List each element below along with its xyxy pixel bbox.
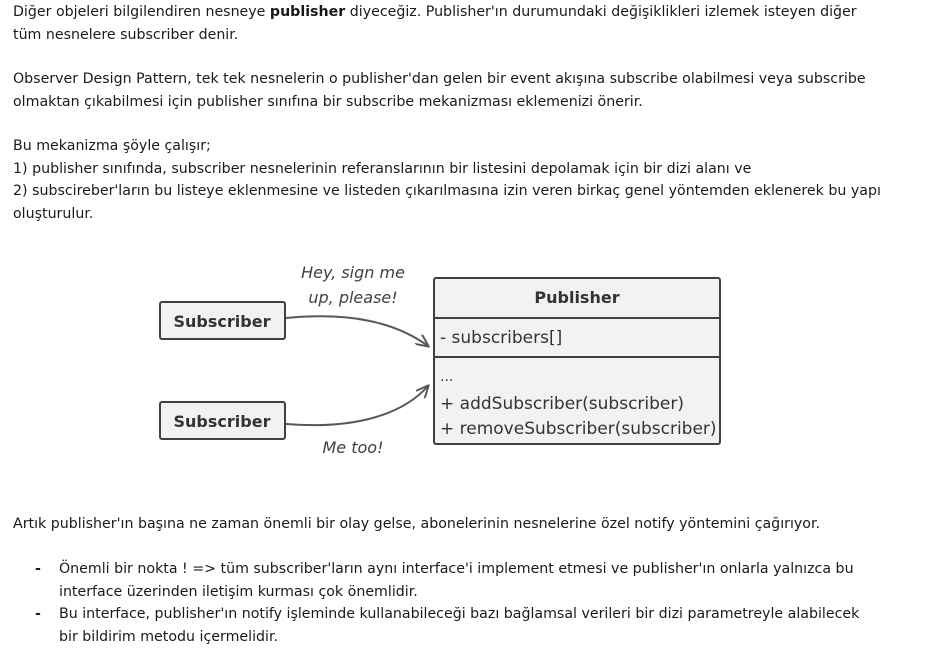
pattern-line-2: olmaktan çıkabilmesi için publisher sını… <box>13 93 643 110</box>
bullet-1-line-1: Önemli bir nokta ! => tüm subscriber'lar… <box>59 561 854 577</box>
note-up-please: up, please! <box>308 288 397 307</box>
publisher-method-add: + addSubscriber(subscriber) <box>440 394 684 414</box>
notify-paragraph: Artık publisher'ın başına ne zaman öneml… <box>13 513 820 536</box>
publisher-method-ellipsis: ... <box>440 369 453 385</box>
notify-line: Artık publisher'ın başına ne zaman öneml… <box>13 516 821 532</box>
publisher-method-remove: + removeSubscriber(subscriber) <box>440 419 717 439</box>
bullet-1-line-2: interface üzerinden iletişim kurması çok… <box>59 583 418 600</box>
intro-line-1: Diğer objeleri bilgilendiren nesneye pub… <box>13 4 857 20</box>
publisher-class-box: Publisher - subscribers[] ... + addSubsc… <box>433 277 721 445</box>
bullet-dash-2: - <box>35 606 41 622</box>
bullet-item-2: - Bu interface, publisher'ın notify işle… <box>13 603 859 648</box>
subscriber-label-1: Subscriber <box>174 312 271 331</box>
publisher-field-subscribers: - subscribers[] <box>440 328 562 348</box>
mechanism-line-3: 2) subscireber'ların bu listeye eklenmes… <box>13 183 881 199</box>
publisher-class-title: Publisher <box>534 288 619 307</box>
mechanism-paragraph: Bu mekanizma şöyle çalışır; 1) publisher… <box>13 135 881 225</box>
subscriber-box-2: Subscriber <box>159 401 286 440</box>
subscribe-arrow-1 <box>285 315 428 346</box>
pattern-line-1: Observer Design Pattern, tek tek nesnele… <box>13 71 866 87</box>
subscriber-box-1: Subscriber <box>159 301 286 340</box>
pattern-paragraph: Observer Design Pattern, tek tek nesnele… <box>13 68 866 113</box>
intro-line-2: tüm nesnelere subscriber denir. <box>13 26 239 43</box>
bullet-2-line-1: Bu interface, publisher'ın notify işlemi… <box>59 606 860 622</box>
publisher-term: publisher <box>269 4 346 20</box>
note-hey-sign-me-up: Hey, sign me <box>301 263 405 282</box>
bullet-dash-1: - <box>35 561 41 577</box>
subscribe-arrow-2 <box>285 386 428 427</box>
mechanism-line-4: oluşturulur. <box>13 205 94 222</box>
bullet-2-line-2: bir bildirim metodu içermelidir. <box>59 628 279 645</box>
bullet-list: - Önemli bir nokta ! => tüm subscriber'l… <box>13 558 859 648</box>
bullet-item-1: - Önemli bir nokta ! => tüm subscriber'l… <box>13 558 859 603</box>
mechanism-line-2: 1) publisher sınıfında, subscriber nesne… <box>13 160 752 177</box>
mechanism-line-1: Bu mekanizma şöyle çalışır; <box>13 138 211 154</box>
subscriber-label-2: Subscriber <box>174 412 271 431</box>
intro-paragraph: Diğer objeleri bilgilendiren nesneye pub… <box>13 1 857 46</box>
note-me-too: Me too! <box>323 438 384 457</box>
